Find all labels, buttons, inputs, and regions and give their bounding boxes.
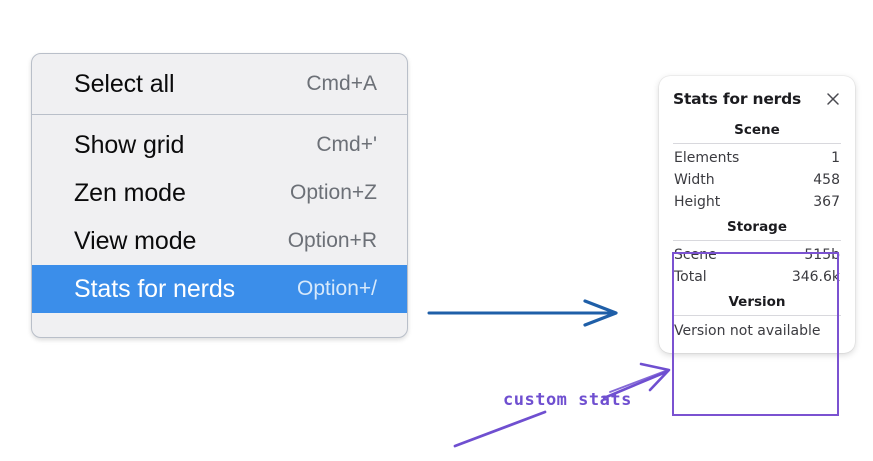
menu-item-label: View mode (74, 226, 197, 255)
stat-key: Scene (674, 247, 717, 263)
menu-item-zen-mode[interactable]: Zen mode Option+Z (32, 169, 407, 217)
menu-section-2: Show grid Cmd+' Zen mode Option+Z View m… (32, 114, 407, 337)
stat-key: Total (674, 269, 707, 285)
menu-to-panel-arrow (427, 299, 618, 327)
menu-item-shortcut: Option+R (287, 229, 377, 252)
menu-item-stats-for-nerds[interactable]: Stats for nerds Option+/ (32, 265, 407, 313)
stat-value: 346.6k (791, 269, 840, 285)
stat-value: 367 (813, 194, 840, 210)
stats-panel-header: Stats for nerds (671, 88, 843, 116)
menu-bottom-padding (32, 313, 407, 331)
stat-value: 515b (804, 247, 840, 263)
menu-item-shortcut: Cmd+A (306, 72, 377, 95)
stat-row-width: Width 458 (671, 169, 843, 191)
stat-row-elements: Elements 1 (671, 147, 843, 169)
menu-item-view-mode[interactable]: View mode Option+R (32, 217, 407, 265)
version-divider (673, 315, 841, 316)
menu-item-select-all[interactable]: Select all Cmd+A (32, 60, 407, 108)
menu-item-label: Show grid (74, 130, 185, 159)
menu-item-show-grid[interactable]: Show grid Cmd+' (32, 121, 407, 169)
scene-divider (673, 143, 841, 144)
stat-key: Elements (674, 150, 740, 166)
stat-key: Width (674, 172, 715, 188)
canvas-context-menu[interactable]: Select all Cmd+A Show grid Cmd+' Zen mod… (31, 53, 408, 338)
scene-section-heading: Scene (734, 122, 780, 138)
menu-item-shortcut: Cmd+' (316, 133, 377, 156)
version-section-heading: Version (728, 294, 786, 310)
menu-item-shortcut: Option+Z (290, 181, 377, 204)
storage-divider (673, 240, 841, 241)
stats-panel-title: Stats for nerds (673, 90, 802, 108)
menu-item-label: Select all (74, 69, 175, 98)
stat-value: 1 (831, 150, 840, 166)
stat-row-storage-scene: Scene 515b (671, 244, 843, 266)
stat-value: 458 (813, 172, 840, 188)
stat-row-storage-total: Total 346.6k (671, 266, 843, 288)
menu-section-1: Select all Cmd+A (32, 54, 407, 114)
custom-stats-annotation-label: custom stats (503, 390, 632, 410)
stats-for-nerds-panel: Stats for nerds Scene Elements 1 Width 4… (659, 76, 855, 353)
menu-item-label: Zen mode (74, 178, 186, 207)
close-icon[interactable] (825, 91, 841, 107)
menu-item-label: Stats for nerds (74, 274, 236, 303)
stat-key: Height (674, 194, 721, 210)
custom-stats-underline-stroke (453, 410, 547, 448)
storage-section-heading: Storage (726, 219, 788, 235)
menu-item-shortcut: Option+/ (297, 277, 377, 300)
version-note: Version not available (674, 323, 821, 339)
stat-row-height: Height 367 (671, 191, 843, 213)
